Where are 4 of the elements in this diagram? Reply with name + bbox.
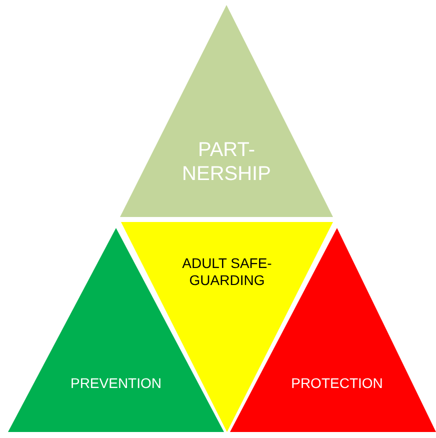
triangle-label: PART- NERSHIP [181,138,272,186]
triangle-label: PREVENTION [69,375,162,392]
triangle-label: ADULT SAFE- GUARDING [181,255,273,289]
triangle-label: PROTECTION [290,375,384,392]
